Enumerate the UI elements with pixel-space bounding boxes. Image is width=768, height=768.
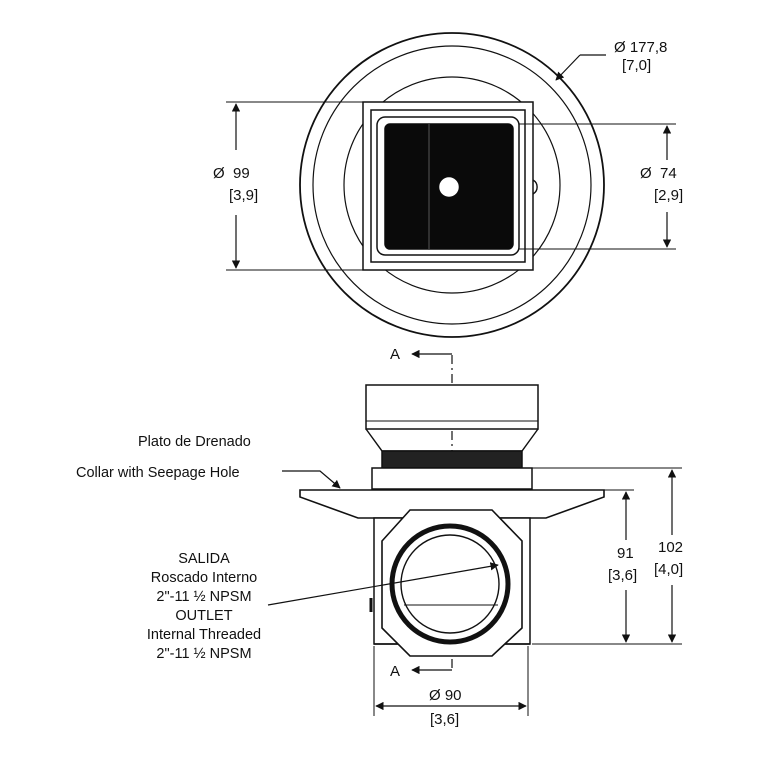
outlet-leader	[267, 562, 499, 606]
body-circle	[343, 76, 561, 294]
square-top-inner	[370, 109, 526, 263]
section-marker-top: A	[390, 346, 400, 363]
outlet-note-line: Roscado Interno	[151, 570, 257, 586]
grate-size-metric: Ø 74	[640, 165, 677, 182]
total-height-metric: 102	[658, 539, 683, 556]
outer-diameter-leader-arrow	[555, 54, 581, 81]
outlet-note-line: 2"-11 ½ NPSM	[156, 646, 251, 662]
square-size-imperial: [3,9]	[229, 187, 258, 204]
outlet-note-line: Internal Threaded	[147, 627, 261, 643]
collar-leader	[282, 470, 341, 489]
outlet-note-line: OUTLET	[175, 608, 232, 624]
outlet-note: SALIDA Roscado Interno 2"-11 ½ NPSM OUTL…	[147, 551, 261, 662]
top-view	[226, 32, 676, 338]
outlet-note-line: 2"-11 ½ NPSM	[156, 589, 251, 605]
collar	[371, 467, 533, 490]
outer-flange-circle	[299, 32, 605, 338]
total-height-imperial: [4,0]	[654, 561, 683, 578]
base-diameter-metric: Ø 90	[429, 687, 462, 704]
grate-hole	[439, 177, 459, 197]
threaded-band	[381, 450, 523, 469]
base-diameter-imperial: [3,6]	[430, 711, 459, 728]
body-height-metric: 91	[617, 545, 634, 562]
outlet-ring-inner	[400, 534, 500, 634]
body-height-imperial: [3,6]	[608, 567, 637, 584]
outer-diameter-imperial: [7,0]	[622, 57, 651, 74]
outer-diameter-metric: Ø 177,8	[614, 39, 667, 56]
drain-plate-label: Plato de Drenado	[138, 434, 251, 450]
inner-flange-circle	[312, 45, 592, 325]
collar-label: Collar with Seepage Hole	[76, 465, 240, 481]
square-size-metric: Ø 99	[213, 165, 250, 182]
grate-size-imperial: [2,9]	[654, 187, 683, 204]
outlet-note-line: SALIDA	[178, 551, 230, 567]
outlet-hex	[381, 509, 523, 657]
grate-housing	[365, 384, 539, 430]
side-view	[267, 384, 682, 716]
section-marker-bottom: A	[390, 663, 400, 680]
seepage-tab	[532, 179, 538, 195]
grate-frame	[376, 116, 520, 256]
